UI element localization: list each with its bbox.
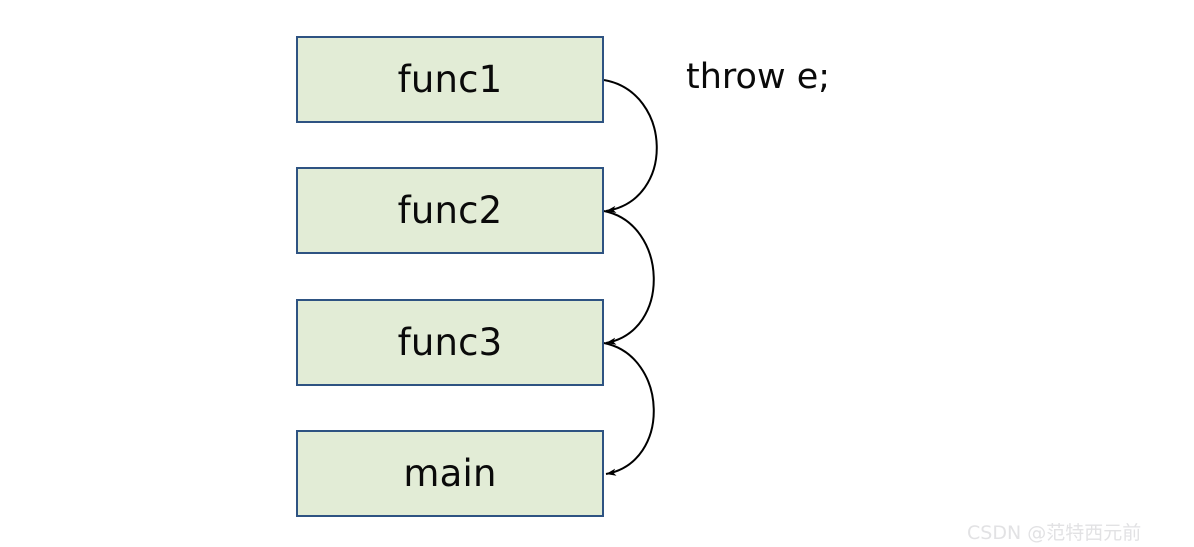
arrow-func1-to-func2	[603, 79, 658, 213]
stack-frame-label: func2	[397, 189, 503, 232]
stack-frame-func2[interactable]: func2	[296, 167, 604, 254]
watermark-text: CSDN @范特西元前	[967, 522, 1142, 544]
stack-frame-label: main	[403, 452, 497, 495]
arrow-func3-to-main	[603, 342, 655, 476]
arrow-func2-to-func3	[603, 210, 655, 345]
stack-frame-func3[interactable]: func3	[296, 299, 604, 386]
stack-frame-label: func3	[397, 321, 503, 364]
stack-frame-func1[interactable]: func1	[296, 36, 604, 123]
stack-frame-main[interactable]: main	[296, 430, 604, 517]
arrow-paths	[603, 79, 658, 476]
stack-frame-label: func1	[397, 58, 503, 101]
throw-statement-label: throw e;	[686, 57, 831, 97]
